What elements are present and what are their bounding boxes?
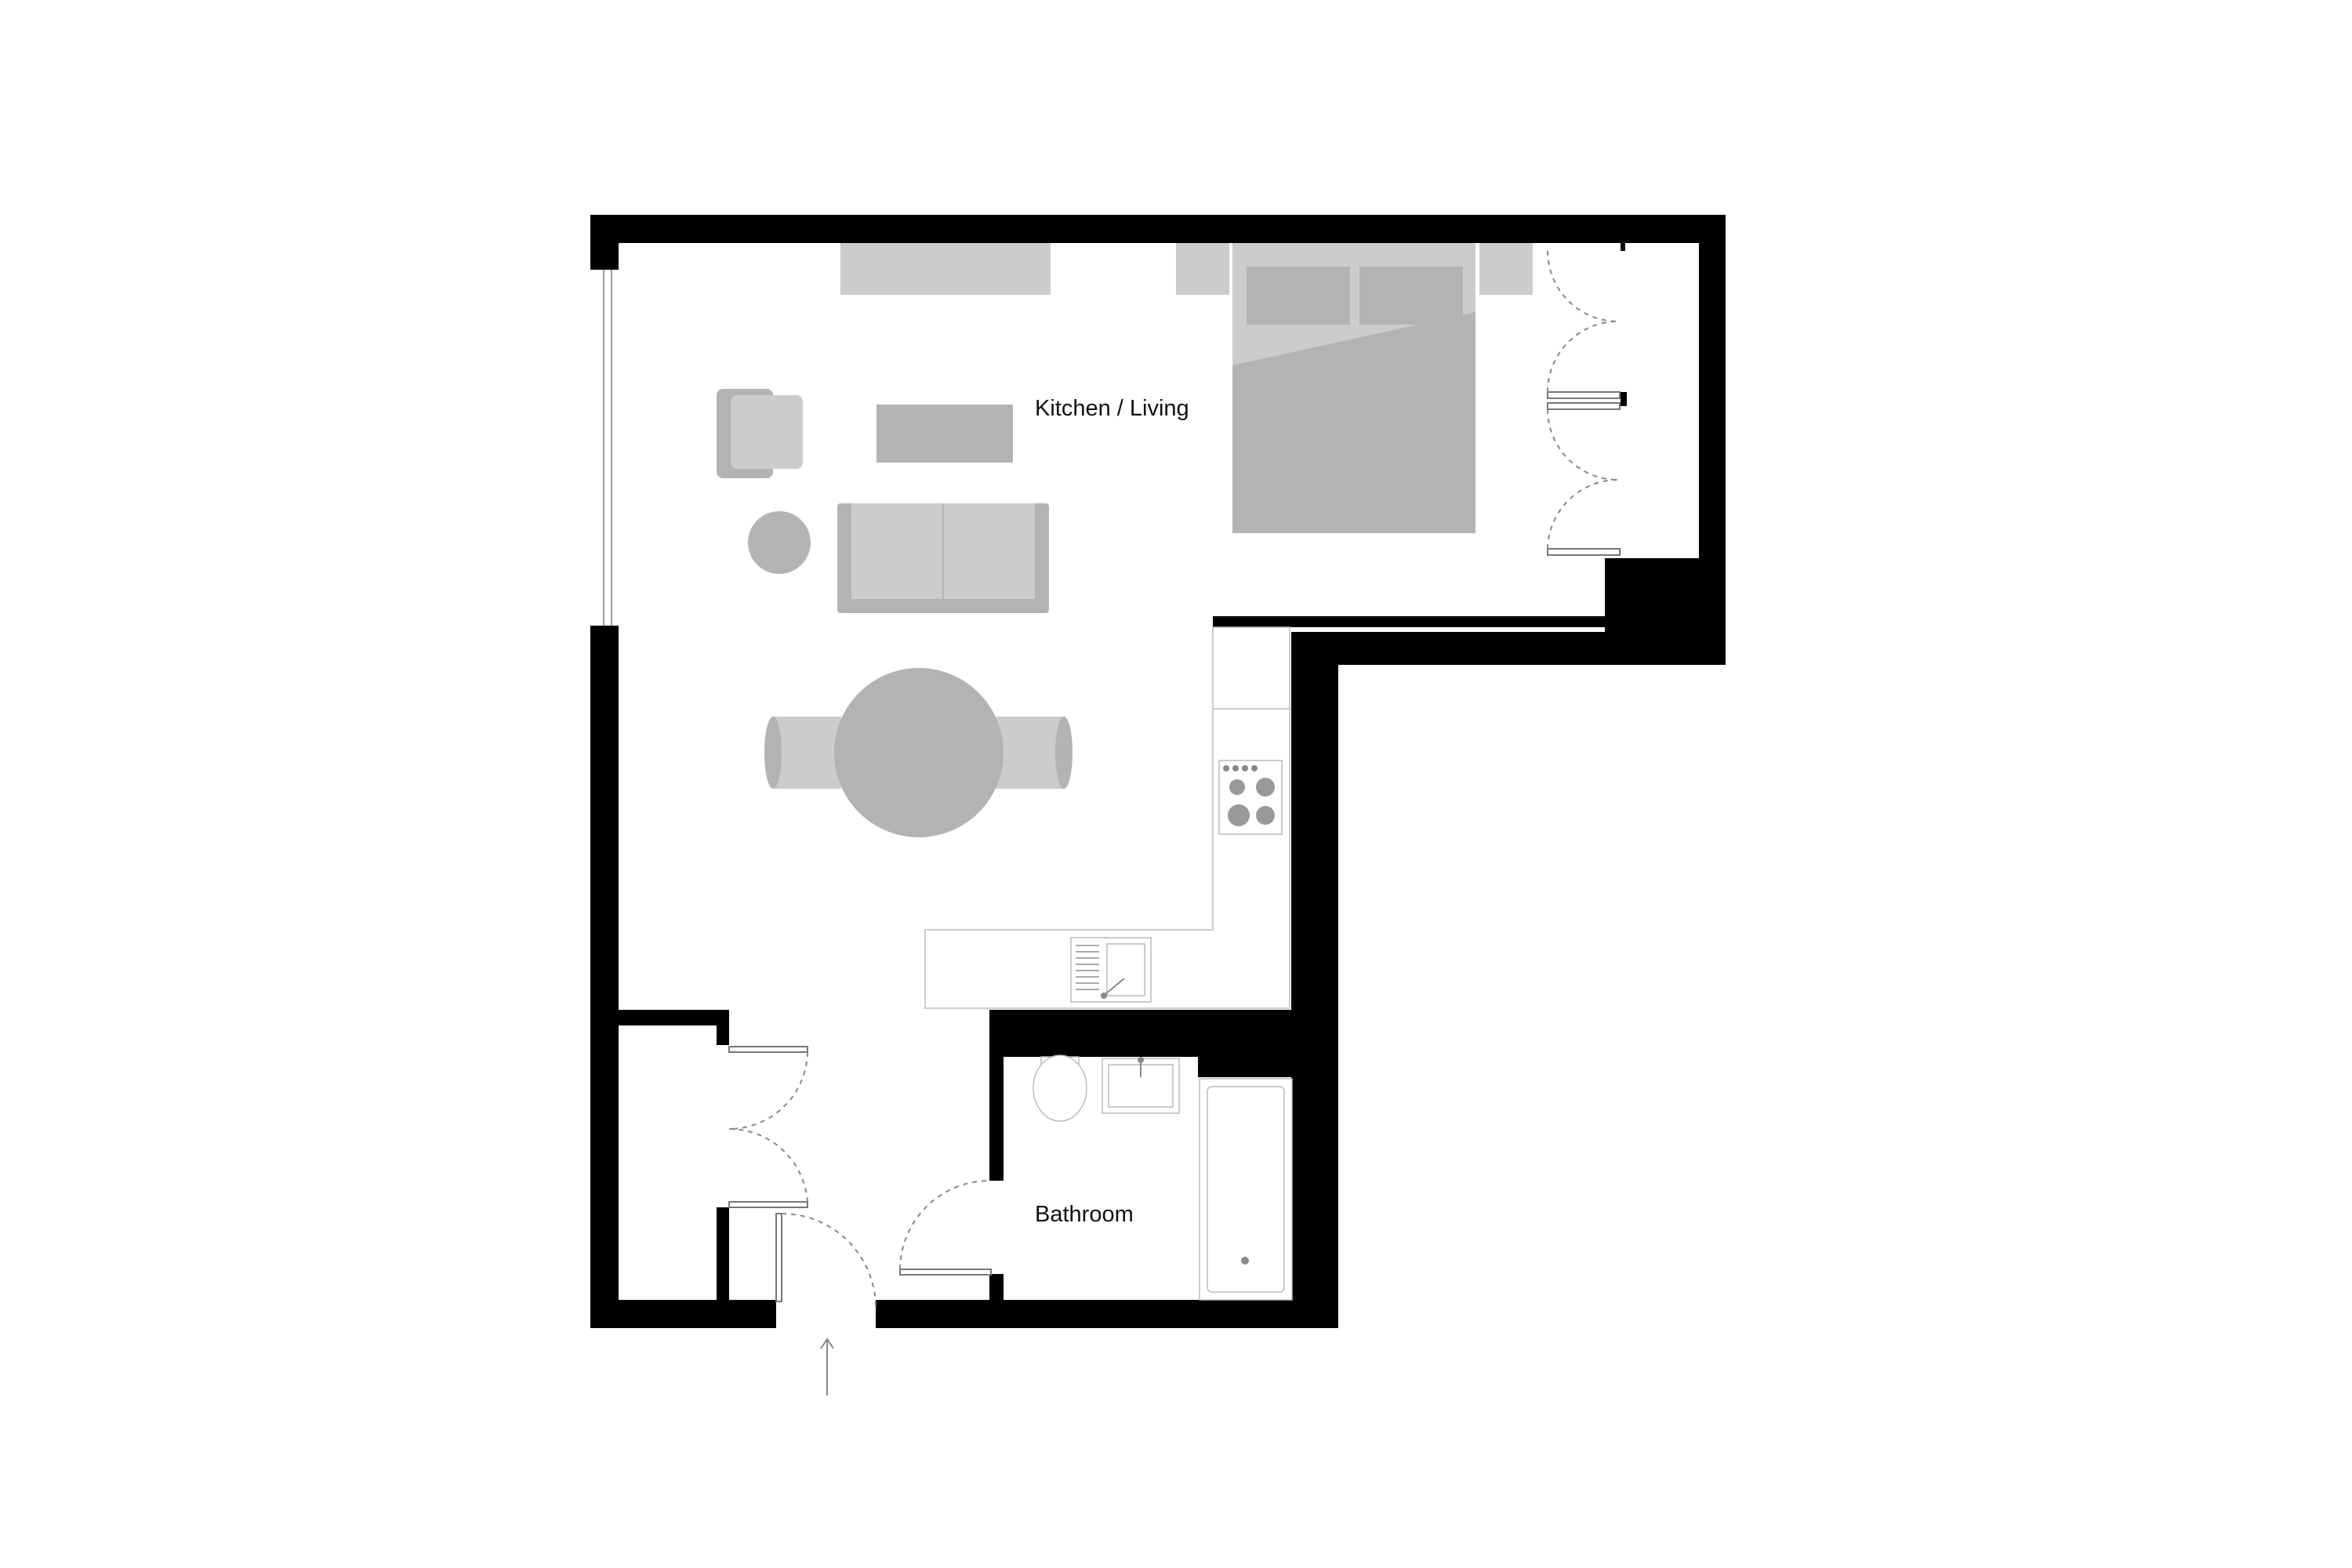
entrance-door — [775, 1213, 877, 1308]
entrance-arrow-icon — [820, 1338, 834, 1396]
sink-icon — [1070, 937, 1152, 1003]
wall-bottom-left — [590, 1300, 776, 1328]
toilet-icon — [1033, 1054, 1087, 1122]
bedside-table-right — [1479, 243, 1533, 295]
bathroom-sink-icon — [1102, 1057, 1180, 1114]
wardrobe-door-leaf-2 — [1547, 402, 1621, 410]
wardrobe-doors — [1547, 250, 1621, 556]
pillow-left — [1247, 267, 1350, 325]
wall-left-upper-stub — [590, 215, 619, 270]
entrance-door-leaf — [775, 1213, 782, 1302]
hob-icon — [1218, 760, 1283, 835]
wall-cupboard-jamb-top — [717, 1010, 729, 1045]
wall-bottom-right — [876, 1300, 1338, 1328]
bathroom-door-swing — [899, 1180, 990, 1270]
wall-top — [590, 215, 1726, 243]
wall-bathroom-left-upper — [989, 1010, 1004, 1181]
entrance-door-swing — [781, 1213, 877, 1308]
doors — [728, 250, 1621, 1308]
sofa-cushion-right — [944, 503, 1035, 599]
window-left — [603, 270, 612, 626]
sofa-cushion-left — [851, 503, 942, 599]
wardrobe-swing-4 — [1547, 478, 1621, 550]
dining-chair-left-back — [764, 717, 782, 789]
wall-wardrobe-jamb-top — [1621, 240, 1625, 251]
dining-chair-left — [772, 717, 841, 789]
wall-cupboard-jamb-bottom — [717, 1207, 729, 1309]
wardrobe-door-leaf-1 — [1547, 391, 1621, 399]
wall-cupboard-top — [590, 1010, 729, 1025]
armchair-seat — [731, 395, 803, 469]
side-table — [748, 511, 811, 574]
bathroom-door — [899, 1180, 992, 1276]
wardrobe-swing-3 — [1547, 408, 1621, 481]
pillow-right — [1359, 267, 1463, 325]
wall-mid-horizontal — [1291, 632, 1726, 665]
dining-chair-right — [996, 717, 1065, 789]
wall-left-lower — [590, 626, 619, 1328]
room-label-kitchen-living: Kitchen / Living — [1035, 396, 1189, 421]
wall-right-lower — [1291, 632, 1338, 1328]
bathroom-door-leaf — [899, 1269, 992, 1276]
cupboard-swing-bottom — [728, 1127, 808, 1203]
kitchen-worktop — [924, 626, 1290, 1009]
cupboard-doors — [728, 1046, 808, 1208]
wall-balcony-step — [1213, 616, 1605, 627]
dining-table — [834, 668, 1004, 837]
kitchen — [924, 626, 1290, 1009]
bathtub-icon — [1199, 1078, 1293, 1301]
cupboard-swing-top — [728, 1051, 808, 1130]
dining-chair-right-back — [1055, 717, 1073, 789]
wall-bathroom-tub-pier — [1198, 1010, 1303, 1077]
wardrobe-door-leaf-3 — [1547, 548, 1621, 556]
wall-wardrobe-jamb-mid — [1621, 392, 1627, 406]
room-label-bathroom: Bathroom — [1035, 1202, 1134, 1227]
bathroom — [1033, 1054, 1293, 1301]
wall-bathroom-left-lower — [989, 1274, 1004, 1309]
furniture — [717, 243, 1533, 837]
wardrobe-swing-1 — [1547, 250, 1621, 323]
cupboard-door-leaf-top — [728, 1046, 808, 1053]
walls — [590, 215, 1726, 1328]
cupboard-door-leaf-bottom — [728, 1201, 808, 1208]
wardrobe-swing-2 — [1547, 320, 1621, 393]
bedside-table-left — [1176, 243, 1229, 295]
sideboard — [840, 243, 1051, 295]
coffee-table — [877, 405, 1013, 463]
